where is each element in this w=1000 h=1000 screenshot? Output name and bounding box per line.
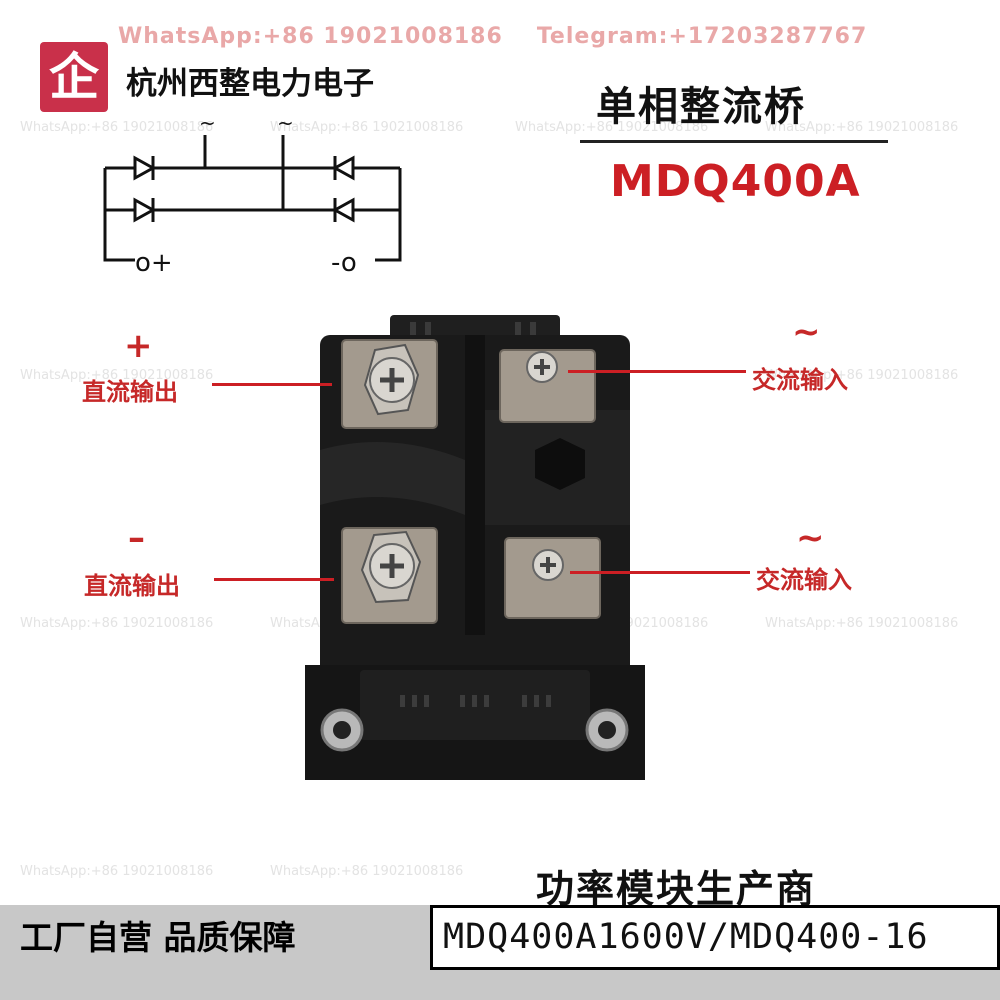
watermark-repeat: WhatsApp:+86 19021008186 <box>765 616 959 631</box>
model-number: MDQ400A <box>610 156 861 207</box>
watermark-repeat: WhatsApp:+86 19021008186 <box>270 864 464 879</box>
watermark-repeat: WhatsApp:+86 19021008186 <box>20 368 214 383</box>
dc-output-label: 直流输出 <box>84 572 180 600</box>
watermark-telegram: Telegram:+17203287767 <box>536 24 868 49</box>
negative-terminal-label: -o <box>331 248 357 278</box>
diode-icon <box>133 155 157 181</box>
model-spec-banner: MDQ400A1600V/MDQ400-16 <box>430 905 1000 970</box>
ac-terminal-symbol: ~ <box>277 111 294 135</box>
bridge-circuit-diagram: ~ ~ o+ -o <box>103 111 402 278</box>
plus-symbol: + <box>124 326 153 366</box>
rectifier-module-image <box>305 315 645 780</box>
diode-icon <box>133 197 157 223</box>
dc-output-pointer <box>212 383 332 386</box>
watermark-repeat: WhatsApp:+86 19021008186 <box>515 120 709 135</box>
watermark-whatsapp: WhatsApp:+86 19021008186 <box>118 24 503 49</box>
ac-input-pointer <box>568 370 746 373</box>
quality-banner: 工厂自营 品质保障 <box>0 905 430 970</box>
bottom-strip <box>0 970 1000 1000</box>
ac-input-label: 交流输入 <box>752 366 848 394</box>
watermark-repeat: WhatsApp:+86 19021008186 <box>765 368 959 383</box>
title-divider <box>580 140 888 143</box>
positive-terminal-label: o+ <box>135 248 173 278</box>
watermark-repeat: WhatsApp:+86 19021008186 <box>20 120 214 135</box>
ac-tilde-symbol: ~ <box>792 312 821 352</box>
diode-icon <box>331 155 355 181</box>
ac-terminal-symbol: ~ <box>199 111 216 135</box>
company-name: 杭州西整电力电子 <box>126 66 374 102</box>
minus-symbol: – <box>128 518 145 558</box>
diode-icon <box>331 197 355 223</box>
ac-input-pointer <box>570 571 750 574</box>
product-type-title: 单相整流桥 <box>596 84 806 130</box>
watermark-repeat: WhatsApp:+86 19021008186 <box>20 864 214 879</box>
dc-output-pointer <box>214 578 334 581</box>
watermark-repeat: WhatsApp:+86 19021008186 <box>765 120 959 135</box>
watermark-repeat: WhatsApp:+86 19021008186 <box>270 120 464 135</box>
company-logo: 企 <box>40 42 108 112</box>
manufacturer-tagline: 功率模块生产商 <box>536 867 817 911</box>
watermark-repeat: WhatsApp:+86 19021008186 <box>20 616 214 631</box>
ac-tilde-symbol: ~ <box>796 518 825 558</box>
watermark-contact-header: WhatsApp:+86 19021008186 Telegram:+172032… <box>118 24 867 49</box>
dc-output-label: 直流输出 <box>82 378 178 406</box>
ac-input-label: 交流输入 <box>756 566 852 594</box>
